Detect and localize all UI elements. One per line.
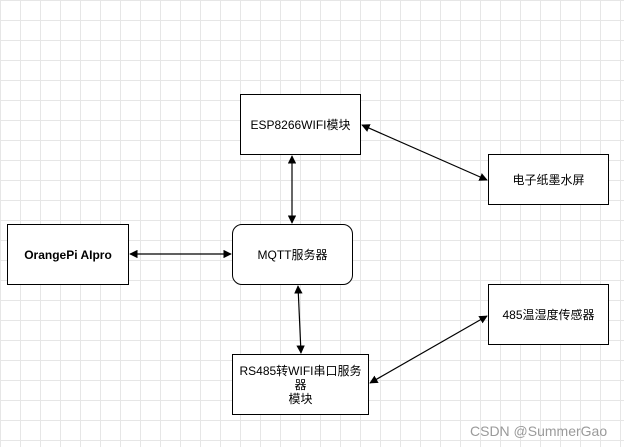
node-esp8266[interactable]: ESP8266WIFI模块	[240, 94, 361, 155]
node-orangepi[interactable]: OrangePi AIpro	[7, 224, 129, 285]
watermark: CSDN @SummerGao	[470, 423, 608, 439]
node-rs485-label-line1: RS485转WIFI串口服务器	[239, 363, 362, 392]
node-epaper-label: 电子纸墨水屏	[512, 172, 585, 187]
node-rs485[interactable]: RS485转WIFI串口服务器 模块	[232, 354, 369, 415]
node-mqtt-label: MQTT服务器	[257, 247, 328, 262]
node-epaper[interactable]: 电子纸墨水屏	[488, 154, 609, 205]
node-mqtt[interactable]: MQTT服务器	[232, 224, 353, 285]
arrow-mqtt-rs485	[294, 285, 305, 354]
node-rs485-label-line2: 模块	[288, 391, 313, 406]
node-esp8266-label: ESP8266WIFI模块	[250, 117, 351, 132]
node-sensor[interactable]: 485温湿度传感器	[488, 284, 609, 345]
arrow-esp8266-epaper	[361, 124, 488, 181]
node-sensor-label: 485温湿度传感器	[502, 307, 595, 322]
arrow-rs485-sensor	[369, 315, 488, 384]
node-orangepi-label: OrangePi AIpro	[24, 247, 112, 262]
